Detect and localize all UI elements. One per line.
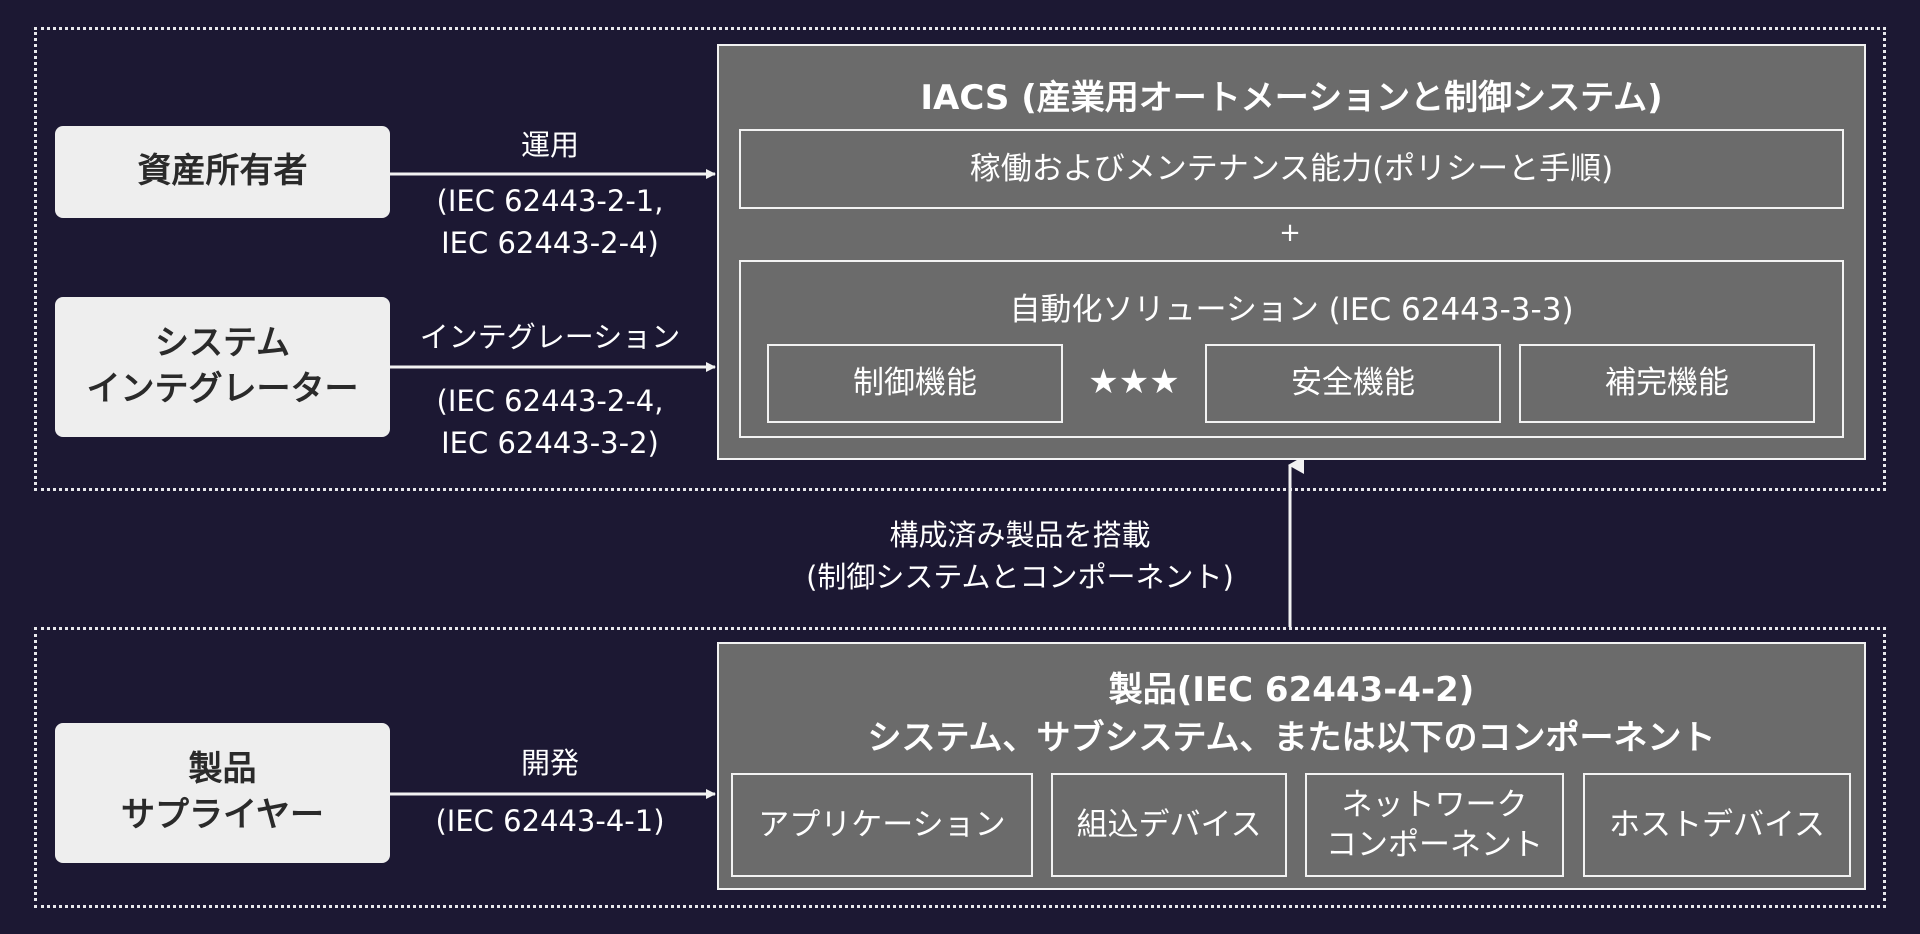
product-title-line1: 製品(IEC 62443-4-2) [1108, 670, 1475, 710]
stars-rating: ★★★ [1088, 362, 1180, 402]
operate-label: 運用 [520, 128, 579, 162]
develop-standard-label: (IEC 62443-4-1) [435, 804, 665, 838]
plus-sign: + [1279, 218, 1301, 248]
control-function-box: 制御機能 [767, 344, 1063, 423]
component-embedded-device-box: 組込デバイス [1051, 773, 1287, 877]
product-title-line2: システム、サブシステム、または以下のコンポーネント [867, 718, 1716, 758]
develop-label: 開発 [520, 746, 579, 780]
automation-solution-title: 自動化ソリューション (IEC 62443-3-3) [1009, 292, 1574, 328]
integrate-standard-label: (IEC 62443-2-4, IEC 62443-3-2) [436, 384, 664, 461]
iacs-title: IACS (産業用オートメーションと制御システム) [920, 78, 1663, 118]
component-host-device-box: ホストデバイス [1583, 773, 1851, 877]
asset-owner-box: 資産所有者 [55, 126, 390, 218]
product-supplier-box: 製品 サプライヤー [55, 723, 390, 863]
integrate-label: インテグレーション [419, 320, 681, 354]
operate-standard-label: (IEC 62443-2-1, IEC 62443-2-4) [436, 184, 664, 261]
component-application-box: アプリケーション [731, 773, 1033, 877]
supplementary-function-box: 補完機能 [1519, 344, 1815, 423]
deploy-label: 構成済み製品を搭載 (制御システムとコンポーネント) [806, 518, 1234, 595]
safety-function-box: 安全機能 [1205, 344, 1501, 423]
ops-capability-box: 稼働およびメンテナンス能力(ポリシーと手順) [739, 129, 1844, 209]
top-group-border [34, 27, 1886, 491]
component-network-box: ネットワーク コンポーネント [1305, 773, 1564, 877]
bottom-group-border [34, 627, 1886, 908]
system-integrator-box: システム インテグレーター [55, 297, 390, 437]
